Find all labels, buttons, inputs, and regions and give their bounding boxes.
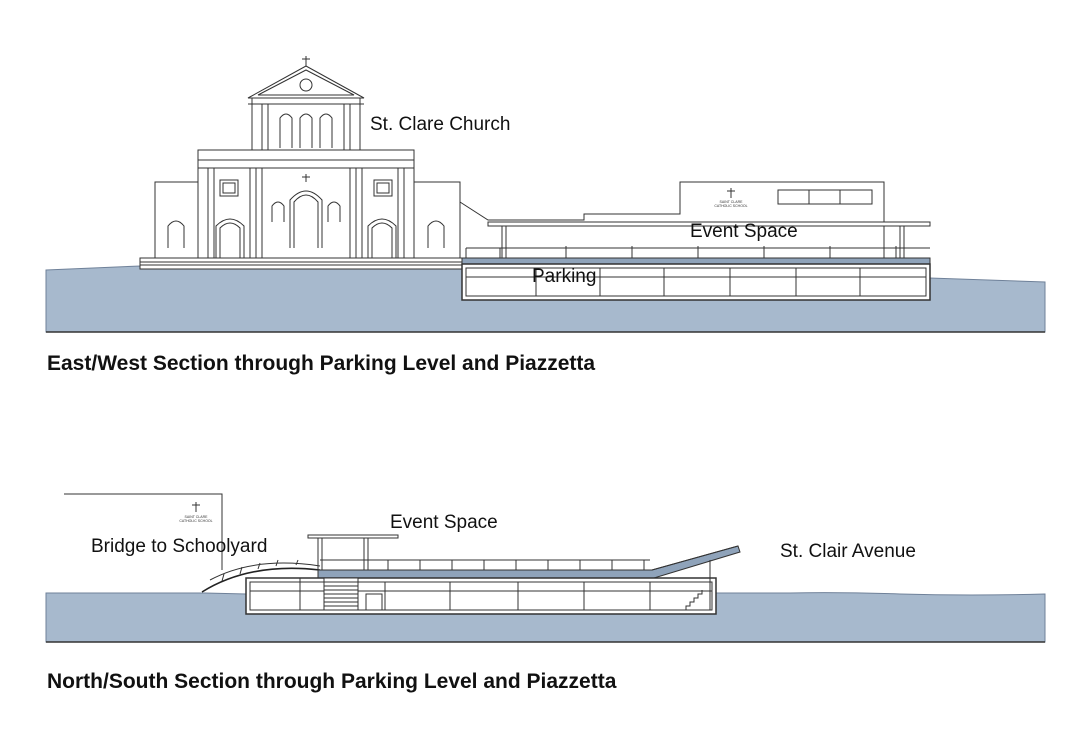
svg-text:CATHOLIC SCHOOL: CATHOLIC SCHOOL [714, 204, 747, 208]
svg-text:CATHOLIC SCHOOL: CATHOLIC SCHOOL [179, 519, 212, 523]
ns-school-building: SAINT CLARE CATHOLIC SCHOOL [64, 493, 223, 570]
ns-parking-level [245, 560, 717, 615]
ew-section: SAINT CLARE CATHOLIC SCHOOL [45, 56, 1046, 375]
ns-ground [45, 592, 1046, 643]
bridge [201, 559, 321, 593]
bridge-label: Bridge to Schoolyard [91, 536, 267, 557]
ew-roof-slab [461, 257, 931, 265]
ns-deck-slab [317, 545, 741, 579]
ew-event-space-label: Event Space [690, 221, 798, 242]
ns-event-space-label: Event Space [390, 512, 498, 533]
ew-parking-level [461, 263, 931, 301]
ns-section: SAINT CLARE CATHOLIC SCHOOL [45, 493, 1046, 693]
church-label: St. Clare Church [370, 114, 510, 135]
school-building: SAINT CLARE CATHOLIC SCHOOL [459, 181, 885, 258]
ew-event-canopy [465, 221, 931, 258]
ns-railing [320, 559, 650, 570]
ew-section-caption: East/West Section through Parking Level … [47, 352, 595, 375]
svg-text:SAINT CLARE: SAINT CLARE [720, 200, 744, 204]
parking-label: Parking [532, 266, 596, 287]
avenue-label: St. Clair Avenue [780, 541, 916, 562]
church-facade [154, 56, 461, 259]
ns-event-canopy [307, 534, 399, 570]
ns-section-caption: North/South Section through Parking Leve… [47, 670, 617, 693]
svg-text:SAINT CLARE: SAINT CLARE [185, 515, 209, 519]
